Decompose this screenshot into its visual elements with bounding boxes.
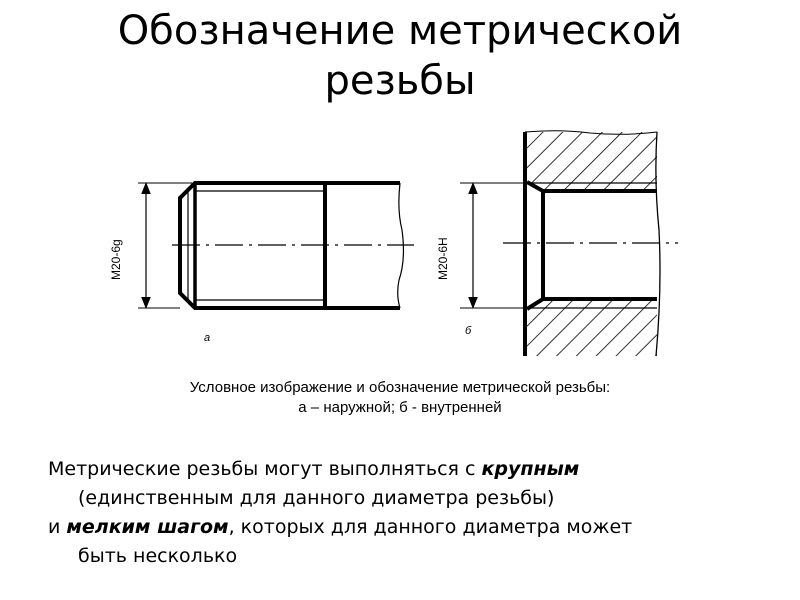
p2-emphasis: мелким шагом	[66, 516, 229, 538]
slide-title: Обозначение метрической резьбы	[0, 6, 800, 106]
internal-thread-label: M20-6H	[436, 237, 450, 280]
body-text: Метрические резьбы могут выполняться с к…	[48, 455, 768, 571]
caption-line-1: Условное изображение и обозначение метри…	[189, 379, 611, 396]
figure-sublabel-b: б	[465, 325, 472, 337]
external-thread-label: M20-6g	[109, 239, 123, 280]
title-line-2: резьбы	[324, 58, 476, 104]
internal-thread-view	[460, 130, 678, 357]
external-thread-view	[138, 181, 414, 310]
figure-sublabel-a: а	[204, 332, 210, 344]
figure-caption: Условное изображение и обозначение метри…	[100, 378, 700, 418]
paragraph-2: и мелким шагом, которых для данного диам…	[48, 513, 768, 542]
p2-text-after: , которых для данного диаметра может	[228, 516, 633, 538]
p2-text-before: и	[48, 516, 67, 538]
p1-emphasis: крупным	[481, 458, 580, 480]
paragraph-2-continuation: быть несколько	[78, 545, 238, 567]
p1-text: Метрические резьбы могут выполняться с	[48, 458, 482, 480]
paragraph-1: Метрические резьбы могут выполняться с к…	[48, 455, 768, 484]
title-line-1: Обозначение метрической	[117, 8, 683, 54]
thread-drawing: M20-6g а M20-6H б	[109, 130, 678, 357]
caption-line-2: а – наружной; б - внутренней	[298, 399, 502, 416]
paragraph-1-continuation: (единственным для данного диаметра резьб…	[78, 487, 555, 509]
